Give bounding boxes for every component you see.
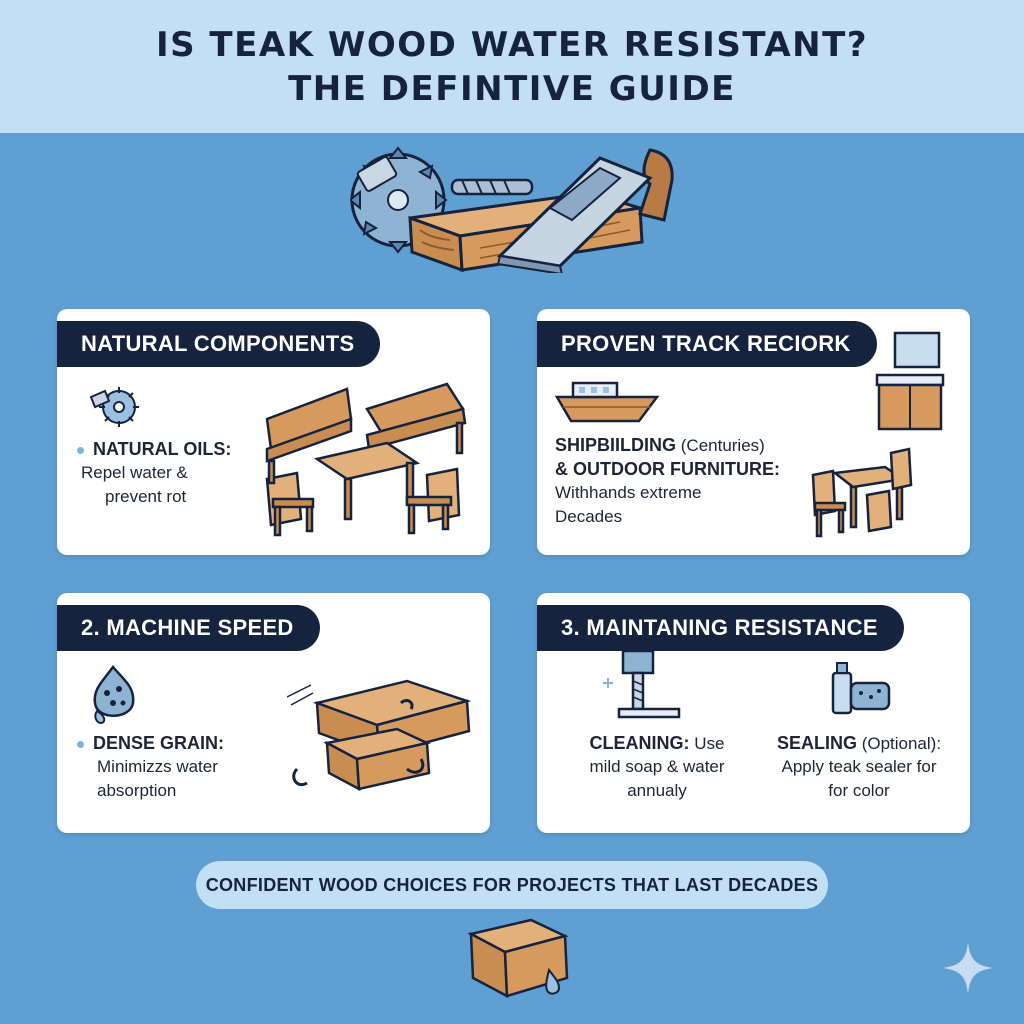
track-record-text-2: Decades — [555, 507, 623, 526]
wood-cube-droplet-icon — [467, 918, 569, 999]
dining-set-icon — [811, 447, 913, 538]
card-proven-track-record: PROVEN TRACK RECIORK SHIPBIILDING (Centu… — [537, 309, 970, 555]
card-heading: 3. MAINTANING RESISTANCE — [537, 605, 904, 651]
bullet-dot — [77, 741, 84, 748]
boat-icon — [554, 381, 660, 423]
card-maintaining-resistance: 3. MAINTANING RESISTANCE CLEANING: Use m… — [537, 593, 970, 833]
sealing-text-1: Apply teak sealer for — [781, 757, 937, 776]
saw-gear-icon — [89, 387, 139, 427]
card-heading: 2. MACHINE SPEED — [57, 605, 320, 651]
shipbuilding-label: SHIPBIILDING (Centuries) — [555, 435, 765, 455]
outdoor-furniture-label: & OUTDOOR FURNITURE: — [555, 459, 780, 479]
sparkle-icon — [942, 942, 994, 994]
sealer-bottle-icon — [831, 662, 891, 715]
dense-grain-label: DENSE GRAIN: — [93, 733, 225, 753]
cleaning-text-1: mild soap & water — [589, 757, 725, 776]
furniture-set-icon — [265, 382, 467, 537]
header-band: IS TEAK WOOD WATER RESISTANT? THE DEFINT… — [0, 0, 1024, 133]
page-title-line-2: THE DEFINTIVE GUIDE — [288, 68, 736, 109]
natural-oils-text-1: Repel water & — [81, 463, 188, 482]
page-title-line-1: IS TEAK WOOD WATER RESISTANT? — [155, 24, 869, 65]
natural-oils-label: NATURAL OILS: — [93, 439, 232, 459]
cleaning-label: CLEANING: Use — [589, 733, 725, 753]
hand-plane-icon — [496, 148, 674, 273]
card-heading: NATURAL COMPONENTS — [57, 321, 381, 367]
tools-hero-icon — [350, 146, 674, 273]
drill-bit-icon — [450, 178, 534, 196]
card-heading: PROVEN TRACK RECIORK — [537, 321, 877, 367]
wood-joint-icon — [287, 679, 472, 792]
dense-grain-text-1: Minimizzs water — [97, 757, 218, 776]
card-natural-components: NATURAL COMPONENTS NATURAL OILS: Repel w… — [57, 309, 490, 555]
sealing-label: SEALING (Optional): — [776, 733, 942, 753]
dense-grain-text-2: absorption — [97, 781, 177, 800]
card-machine-speed: 2. MACHINE SPEED DENSE GRAIN: Minimizzs … — [57, 593, 490, 833]
droplets-icon — [93, 664, 135, 725]
cleaning-text-2: annualy — [627, 781, 687, 800]
sealing-text-2: for color — [828, 781, 890, 800]
drill-icon — [603, 651, 681, 719]
natural-oils-text-2: prevent rot — [105, 487, 187, 506]
footer-banner: CONFIDENT WOOD CHOICES FOR PROJECTS THAT… — [196, 861, 828, 909]
track-record-text-1: Withhands extreme — [555, 483, 702, 502]
vanity-icon — [875, 331, 945, 431]
bullet-dot — [77, 447, 84, 454]
